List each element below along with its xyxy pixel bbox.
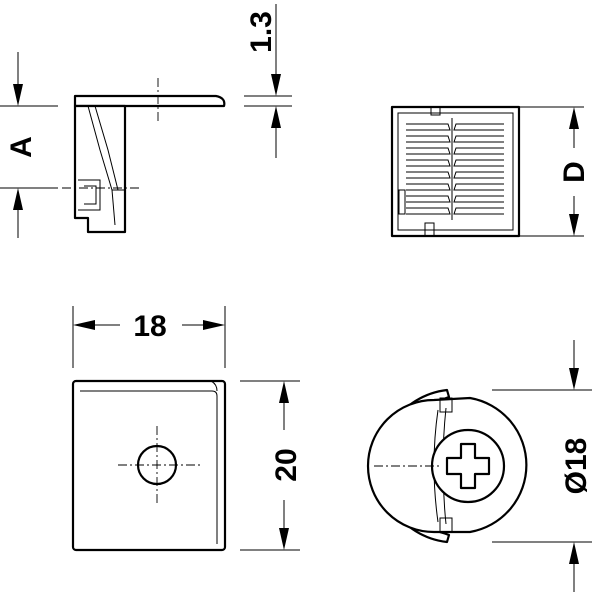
front-view: D — [390, 105, 591, 238]
round-view: Ø18 — [366, 340, 593, 592]
dimension-diameter-label: Ø18 — [560, 438, 593, 495]
dimension-1-3-label: 1.3 — [245, 11, 278, 53]
dimension-18-label: 18 — [133, 310, 166, 343]
dimension-a-label: A — [5, 136, 38, 158]
top-view: 18 20 — [71, 306, 303, 552]
dimension-d-label: D — [558, 161, 591, 183]
dimension-20-label: 20 — [270, 448, 303, 481]
side-view: A 1.3 — [0, 4, 292, 238]
